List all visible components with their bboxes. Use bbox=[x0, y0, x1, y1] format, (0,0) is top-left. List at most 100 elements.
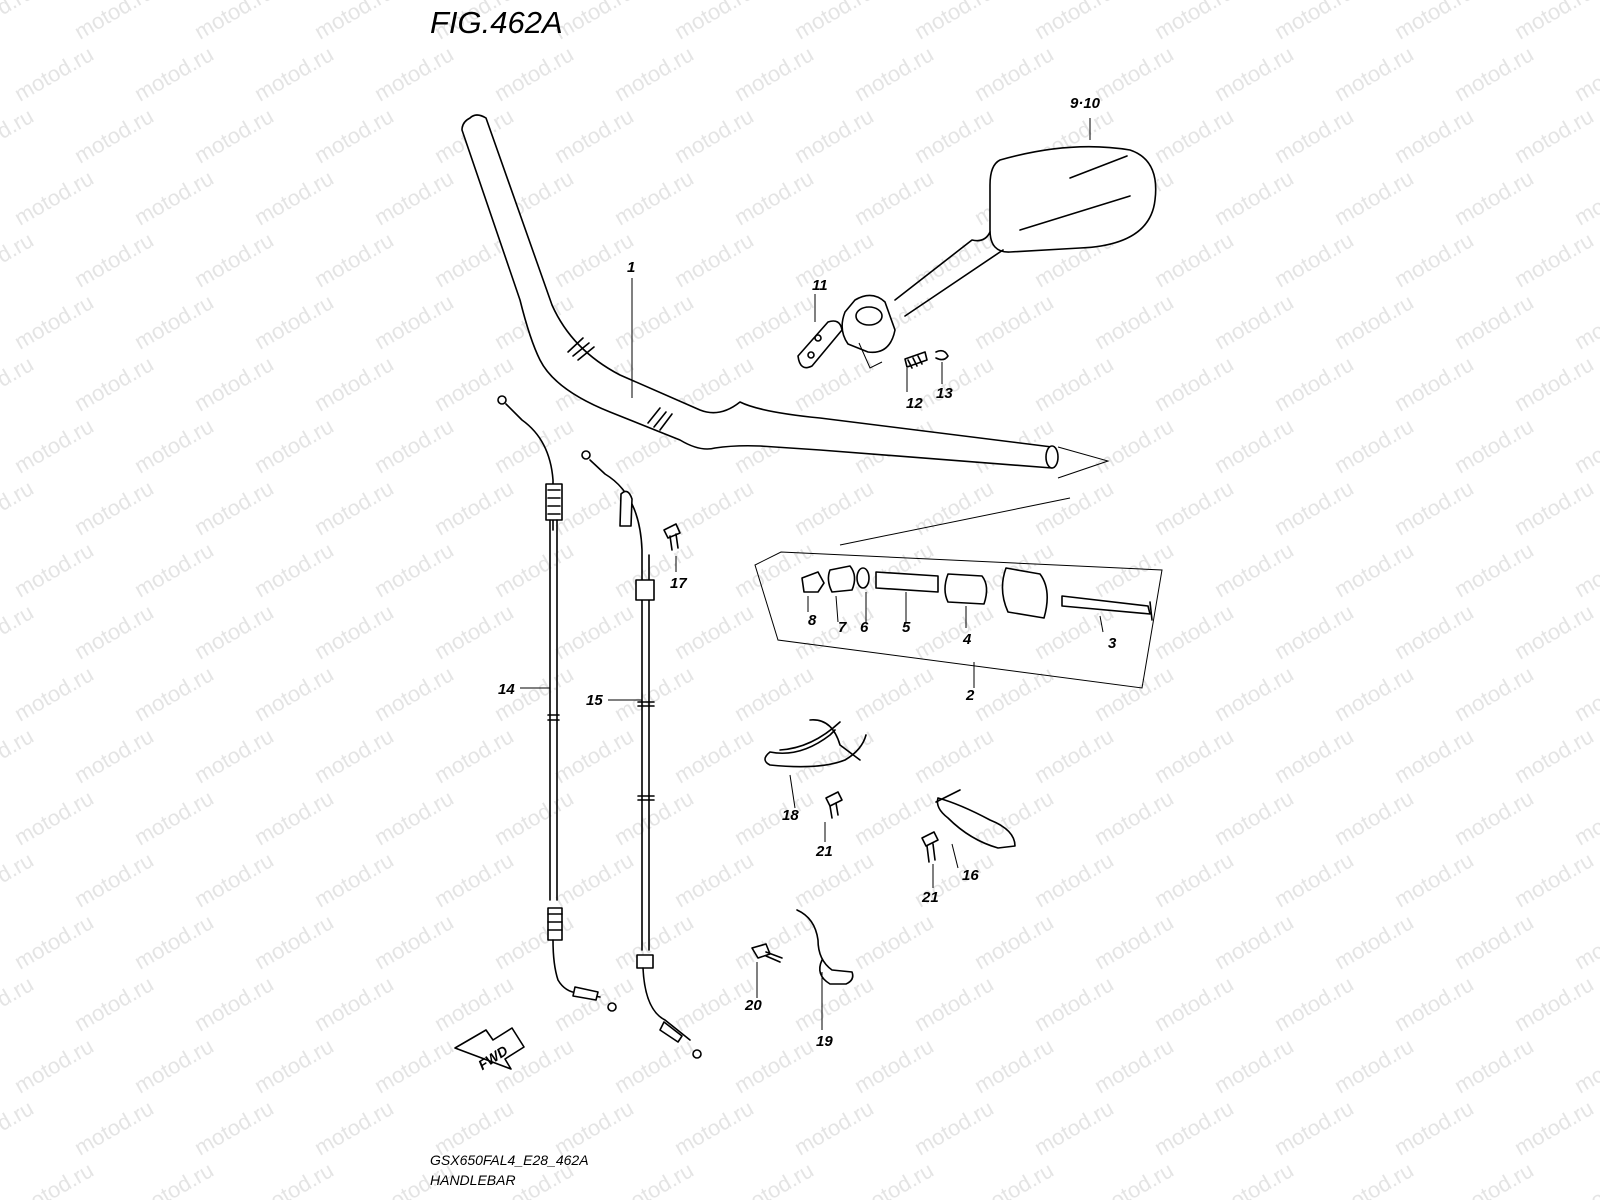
watermark-text: motod.ru bbox=[1450, 909, 1538, 974]
watermark-text: motod.ru bbox=[130, 537, 218, 602]
callout-3: 3 bbox=[1108, 635, 1117, 652]
watermark-text: motod.ru bbox=[10, 785, 98, 850]
watermark-text: motod.ru bbox=[1150, 723, 1238, 788]
watermark-text: motod.ru bbox=[70, 103, 158, 168]
watermark-text: motod.ru bbox=[1270, 971, 1358, 1036]
callout-20: 20 bbox=[744, 997, 762, 1014]
watermark-text: motod.ru bbox=[0, 227, 38, 292]
watermark-text: motod.ru bbox=[1270, 1095, 1358, 1160]
watermark-text: motod.ru bbox=[430, 971, 518, 1036]
watermark-text: motod.ru bbox=[1330, 41, 1418, 106]
watermark-text: motod.ru bbox=[730, 785, 818, 850]
watermark-text: motod.ru bbox=[1570, 1157, 1600, 1200]
watermark-text: motod.ru bbox=[1150, 227, 1238, 292]
footer-model-code: GSX650FAL4_E28_462A bbox=[430, 1152, 589, 1168]
watermark-text: motod.ru bbox=[1210, 1157, 1298, 1200]
watermark-text: motod.ru bbox=[250, 41, 338, 106]
watermark-text: motod.ru bbox=[1330, 909, 1418, 974]
watermark-text: motod.ru bbox=[490, 785, 578, 850]
watermark-text: motod.ru bbox=[790, 847, 878, 912]
watermark-text: motod.ru bbox=[310, 0, 398, 44]
watermark-text: motod.ru bbox=[190, 103, 278, 168]
watermark-text: motod.ru bbox=[310, 971, 398, 1036]
watermark-text: motod.ru bbox=[430, 599, 518, 664]
watermark-text: motod.ru bbox=[1270, 599, 1358, 664]
watermark-text: motod.ru bbox=[1090, 289, 1178, 354]
callout-17: 17 bbox=[670, 575, 687, 592]
watermark-text: motod.ru bbox=[0, 723, 38, 788]
watermark-text: motod.ru bbox=[1390, 847, 1478, 912]
watermark-text: motod.ru bbox=[670, 0, 758, 44]
watermark-text: motod.ru bbox=[1570, 909, 1600, 974]
watermark-text: motod.ru bbox=[1150, 847, 1238, 912]
watermark-text: motod.ru bbox=[970, 1033, 1058, 1098]
watermark-text: motod.ru bbox=[310, 847, 398, 912]
throttle-cables-drawing bbox=[497, 395, 702, 1059]
watermark-text: motod.ru bbox=[190, 971, 278, 1036]
watermark-text: motod.ru bbox=[130, 1157, 218, 1200]
watermark-text: motod.ru bbox=[1030, 971, 1118, 1036]
watermark-text: motod.ru bbox=[1030, 0, 1118, 44]
watermark-text: motod.ru bbox=[130, 289, 218, 354]
watermark-text: motod.ru bbox=[1570, 289, 1600, 354]
watermark-text: motod.ru bbox=[1150, 1095, 1238, 1160]
watermark-text: motod.ru bbox=[610, 661, 698, 726]
watermark-text: motod.ru bbox=[1390, 1095, 1478, 1160]
watermark-text: motod.ru bbox=[1330, 1157, 1418, 1200]
watermark-text: motod.ru bbox=[910, 0, 998, 44]
watermark-text: motod.ru bbox=[430, 847, 518, 912]
watermark-text: motod.ru bbox=[10, 661, 98, 726]
watermark-text: motod.ru bbox=[1510, 723, 1598, 788]
watermark-text: motod.ru bbox=[250, 661, 338, 726]
callout-21-upper: 21 bbox=[815, 843, 833, 860]
watermark-text: motod.ru bbox=[1570, 413, 1600, 478]
watermark-text: motod.ru bbox=[10, 41, 98, 106]
watermark-text: motod.ru bbox=[610, 165, 698, 230]
watermark-text: motod.ru bbox=[370, 1033, 458, 1098]
watermark-text: motod.ru bbox=[250, 165, 338, 230]
watermark-text: motod.ru bbox=[130, 413, 218, 478]
watermark-text: motod.ru bbox=[970, 289, 1058, 354]
watermark-text: motod.ru bbox=[430, 723, 518, 788]
watermark-text: motod.ru bbox=[310, 351, 398, 416]
watermark-text: motod.ru bbox=[1510, 0, 1598, 44]
watermark-text: motod.ru bbox=[1330, 537, 1418, 602]
watermark-text: motod.ru bbox=[1150, 0, 1238, 44]
watermark-text: motod.ru bbox=[70, 599, 158, 664]
watermark-text: motod.ru bbox=[310, 227, 398, 292]
watermark-text: motod.ru bbox=[250, 289, 338, 354]
watermark-text: motod.ru bbox=[550, 847, 638, 912]
watermark-text: motod.ru bbox=[1450, 1033, 1538, 1098]
watermark-text: motod.ru bbox=[670, 599, 758, 664]
watermark-text: motod.ru bbox=[730, 909, 818, 974]
watermark-text: motod.ru bbox=[10, 909, 98, 974]
watermark-text: motod.ru bbox=[670, 103, 758, 168]
watermark-text: motod.ru bbox=[850, 165, 938, 230]
watermark-text: motod.ru bbox=[190, 723, 278, 788]
watermark-text: motod.ru bbox=[550, 227, 638, 292]
watermark-text: motod.ru bbox=[250, 1157, 338, 1200]
watermark-text: motod.ru bbox=[70, 1095, 158, 1160]
watermark-text: motod.ru bbox=[850, 661, 938, 726]
watermark-text: motod.ru bbox=[190, 1095, 278, 1160]
watermark-text: motod.ru bbox=[550, 599, 638, 664]
callout-11: 11 bbox=[812, 277, 828, 294]
watermark-text: motod.ru bbox=[1270, 103, 1358, 168]
watermark-text: motod.ru bbox=[1570, 165, 1600, 230]
callout-21-lower: 21 bbox=[921, 889, 939, 906]
watermark-text: motod.ru bbox=[250, 537, 338, 602]
watermark-text: motod.ru bbox=[1030, 1095, 1118, 1160]
watermark-text: motod.ru bbox=[1270, 475, 1358, 540]
watermark-text: motod.ru bbox=[850, 41, 938, 106]
callout-15: 15 bbox=[586, 692, 603, 709]
watermark-text: motod.ru bbox=[1570, 785, 1600, 850]
watermark-text: motod.ru bbox=[1390, 227, 1478, 292]
watermark-text: motod.ru bbox=[190, 351, 278, 416]
watermark-text: motod.ru bbox=[1450, 165, 1538, 230]
watermark-text: motod.ru bbox=[370, 537, 458, 602]
watermark-text: motod.ru bbox=[610, 289, 698, 354]
watermark-text: motod.ru bbox=[790, 723, 878, 788]
watermark-text: motod.ru bbox=[0, 971, 38, 1036]
